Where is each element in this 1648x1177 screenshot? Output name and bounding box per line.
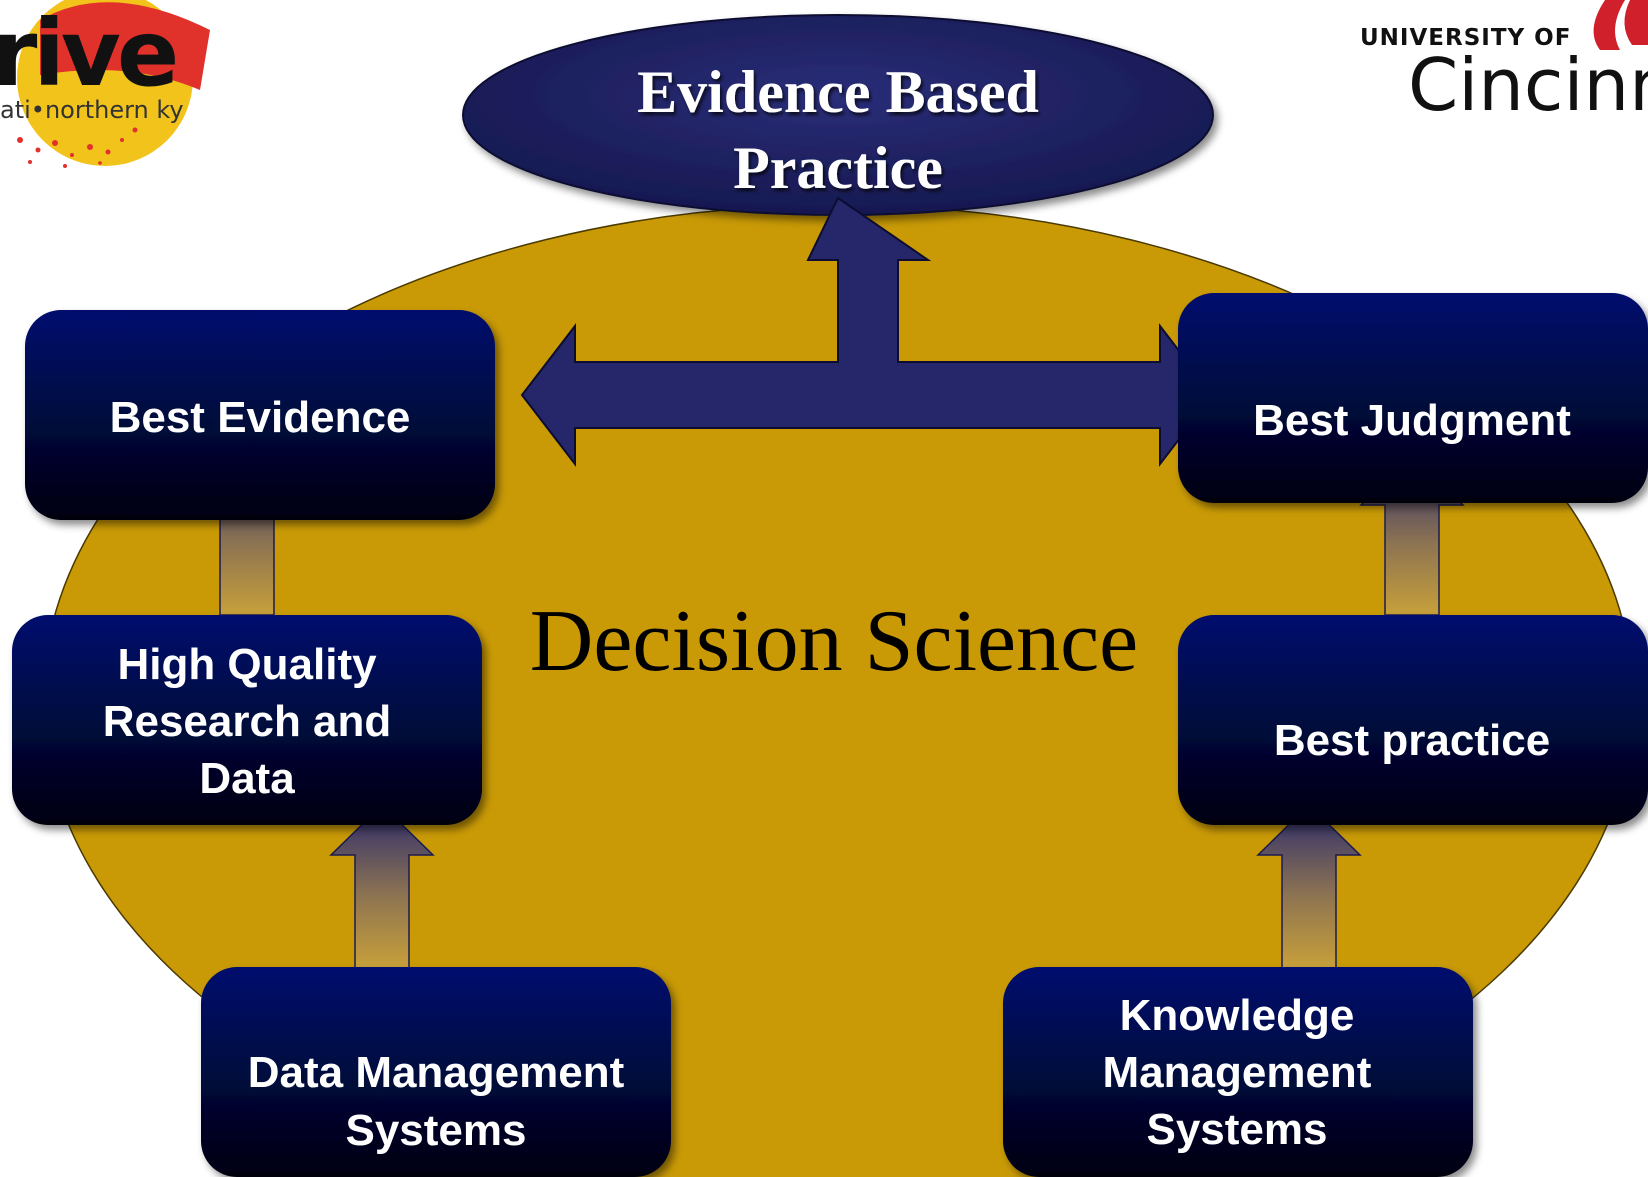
logo-tagline: ati•northern ky — [0, 96, 184, 124]
hq-research-line1: High Quality — [117, 640, 377, 689]
uc-mark — [1593, 0, 1625, 50]
knowledge-mgmt-line1: Knowledge — [1120, 991, 1355, 1040]
uc-mark-2 — [1624, 0, 1648, 45]
node-best-judgment: Best Judgment — [1178, 293, 1648, 503]
logo-dots — [17, 127, 138, 168]
drive-logo: rive ati•northern ky — [0, 0, 210, 168]
top-node-line2: Practice — [733, 135, 943, 201]
node-data-management: Data Management Systems — [201, 967, 671, 1177]
best-judgment-label: Best Judgment — [1253, 396, 1571, 445]
t-double-arrow — [520, 196, 1215, 467]
hq-research-line3: Data — [199, 754, 295, 803]
node-knowledge-management: Knowledge Management Systems — [1003, 967, 1473, 1177]
knowledge-mgmt-line2: Management — [1103, 1048, 1372, 1097]
center-label: Decision Science — [530, 593, 1138, 690]
best-evidence-label: Best Evidence — [110, 393, 411, 442]
hq-research-line2: Research and — [103, 697, 392, 746]
university-logo: UNIVERSITY OF Cincinn — [1360, 0, 1648, 127]
data-mgmt-line2: Systems — [345, 1106, 526, 1155]
node-hq-research: High Quality Research and Data — [12, 615, 482, 825]
node-best-evidence: Best Evidence — [25, 310, 495, 520]
logo-wordmark: rive — [0, 0, 175, 107]
node-best-practice: Best practice — [1178, 615, 1648, 825]
knowledge-mgmt-line3: Systems — [1146, 1105, 1327, 1154]
logo-red-shape — [40, 2, 210, 90]
top-node-line1: Evidence Based — [637, 59, 1039, 125]
cincinnati-text: Cincinn — [1408, 43, 1648, 127]
best-practice-label: Best practice — [1274, 716, 1550, 765]
university-of-text: UNIVERSITY OF — [1360, 25, 1571, 51]
data-mgmt-line1: Data Management — [248, 1048, 625, 1097]
